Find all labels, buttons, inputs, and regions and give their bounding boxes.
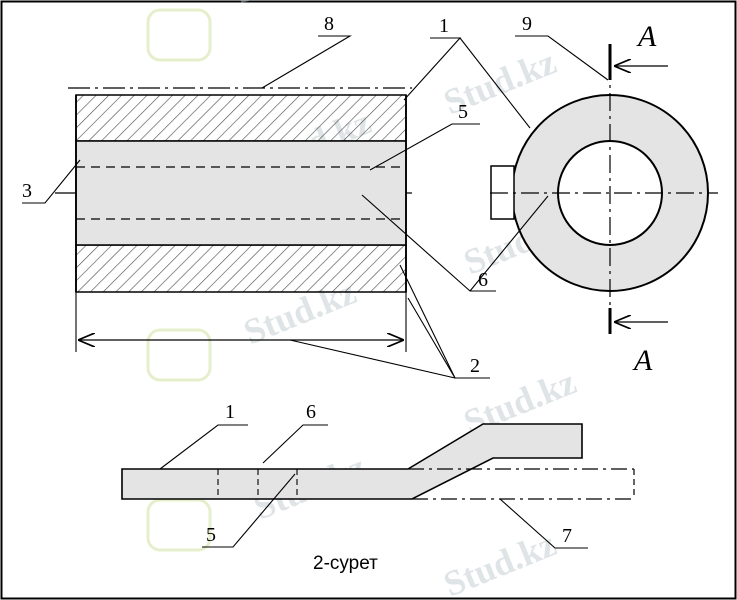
figure-caption: 2-сурет [313,553,378,574]
watermark-text-2: Stud.kz [438,41,562,122]
leader-9 [515,35,609,81]
longitudinal-section [55,87,412,352]
upper-wall-hatch [75,94,407,142]
part-labels: 8 1 9 5 3 6 2 1 6 5 7 [22,13,572,547]
bore-area [75,140,407,246]
strip-outline [121,423,583,500]
label-6-bottom: 6 [306,401,316,423]
section-label-top: A [636,20,657,53]
leader-5-bottom [202,473,296,548]
section-label-bottom: A [632,344,653,377]
label-7: 7 [562,525,572,547]
leader-3 [22,159,81,204]
label-3: 3 [22,180,32,202]
watermark-logo-3 [146,328,212,382]
label-2: 2 [470,355,480,377]
label-9: 9 [522,13,532,35]
label-1-top: 1 [439,15,449,37]
label-8: 8 [324,13,334,35]
label-5-bottom: 5 [206,524,216,546]
watermark-logo-1 [146,8,212,62]
leader-5-top [369,123,480,171]
leader-2-c [289,339,456,379]
lower-wall-hatch [75,244,407,293]
strip-development [121,423,635,500]
leader-6-b [469,195,549,292]
leader-6-bottom [262,424,328,464]
label-6-top: 6 [478,269,488,291]
leader-1-b [459,37,531,129]
cross-section: A A [490,20,718,377]
watermark-layer: Stud.kz Stud.kz Stud.kz Stud.kz Stud.kz … [146,0,582,600]
leader-1-bottom [159,424,248,470]
watermark-logo-4 [146,498,212,552]
leader-2-b [407,297,456,379]
leader-8 [261,35,353,89]
leader-lines [22,35,609,549]
watermark-text-8: Stud.kz [438,523,562,600]
leader-7 [499,498,588,549]
label-5-top: 5 [458,101,468,123]
label-1-bottom: 1 [225,401,235,423]
